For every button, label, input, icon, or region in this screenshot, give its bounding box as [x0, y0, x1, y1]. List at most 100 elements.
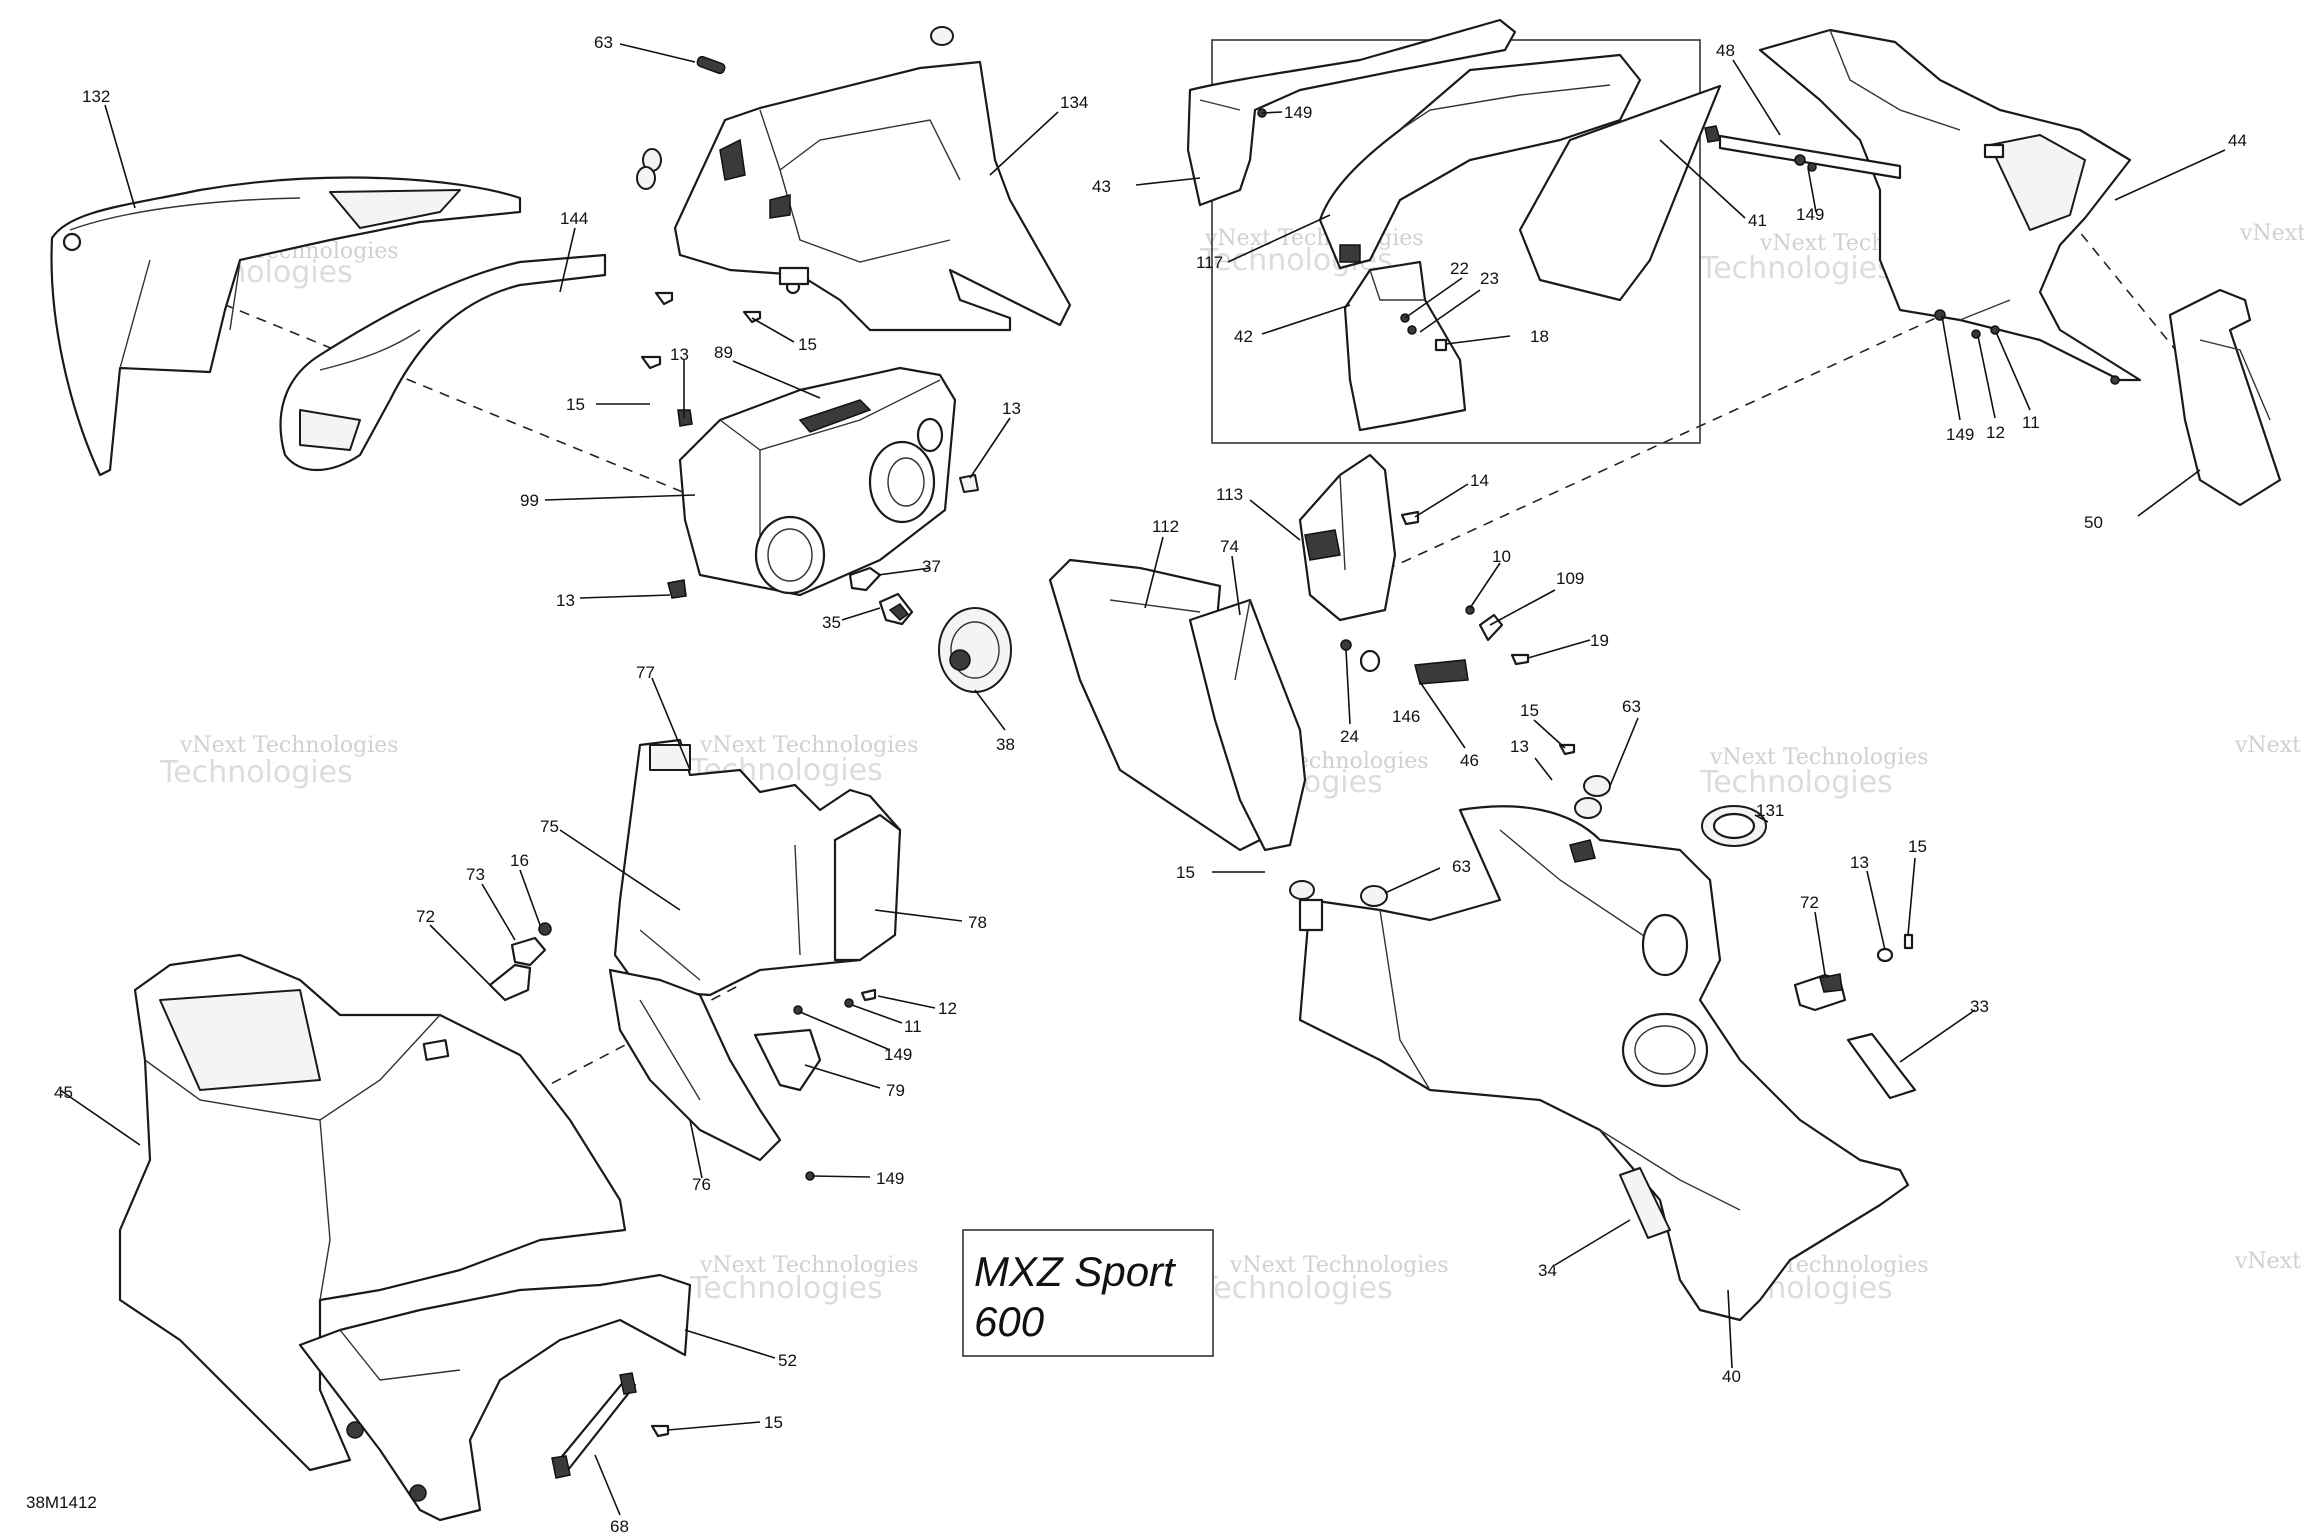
callout-24: 24	[1340, 727, 1359, 746]
watermark-text: Technologies	[1699, 251, 1893, 286]
part-34-reflector	[1619, 1167, 1671, 1239]
callout-40: 40	[1722, 1367, 1741, 1386]
part-35-bulb	[878, 592, 914, 626]
fasteners-right	[1876, 933, 1914, 963]
part-42-duct	[1343, 260, 1467, 432]
callout-38: 38	[996, 735, 1015, 754]
model-name: MXZ Sport	[974, 1248, 1177, 1295]
callout-14: 14	[1470, 471, 1489, 490]
callout-149: 149	[1796, 205, 1824, 224]
watermark-text: vNext Technologies	[699, 1253, 919, 1278]
callout-13: 13	[556, 591, 575, 610]
callout-78: 78	[968, 913, 987, 932]
callout-144: 144	[560, 209, 588, 228]
watermark-text: vNext Technologies	[179, 733, 399, 758]
part-45-side-panel-left	[118, 953, 627, 1472]
part-63-grommet-top	[636, 26, 954, 190]
watermark-text: Technologies	[1699, 765, 1893, 800]
callout-12: 12	[1986, 423, 2005, 442]
part-113-gauge-housing	[1298, 453, 1397, 622]
callout-79: 79	[886, 1081, 905, 1100]
callout-63: 63	[594, 33, 613, 52]
model-number: 600	[974, 1298, 1045, 1345]
callout-34: 34	[1538, 1261, 1557, 1280]
part-74-trim	[1188, 598, 1307, 852]
callout-37: 37	[922, 557, 941, 576]
callout-73: 73	[466, 865, 485, 884]
part-52-lower-panel	[298, 1273, 692, 1522]
callout-134: 134	[1060, 93, 1088, 112]
callout-45: 45	[54, 1083, 73, 1102]
callout-35: 35	[822, 613, 841, 632]
callout-72: 72	[416, 907, 435, 926]
callout-63: 63	[1622, 697, 1641, 716]
callout-109: 109	[1556, 569, 1584, 588]
model-label: MXZ Sport 600	[962, 1229, 1214, 1357]
part-73-clip	[510, 936, 547, 967]
part-132-hood-panel	[50, 176, 522, 477]
part-41-deflector	[1518, 84, 1722, 302]
callout-18: 18	[1530, 327, 1549, 346]
watermark-text: vNext Technologies	[699, 733, 919, 758]
part-117-console	[1318, 53, 1642, 270]
leader-lines	[59, 43, 2226, 1516]
part-33-reflector	[1846, 1032, 1917, 1100]
callout-13: 13	[1510, 737, 1529, 756]
callout-72: 72	[1800, 893, 1819, 912]
callout-11: 11	[904, 1017, 922, 1036]
callout-99: 99	[520, 491, 539, 510]
callout-146: 146	[1392, 707, 1420, 726]
watermark-text: Technologies	[689, 1271, 883, 1306]
fasteners-top-left	[640, 291, 979, 599]
watermark-text: Technologies	[1199, 1271, 1393, 1306]
callout-113: 113	[1216, 485, 1243, 504]
callout-43: 43	[1092, 177, 1111, 196]
document-id: 38M1412	[26, 1493, 97, 1512]
part-68-handle	[551, 1372, 637, 1479]
callout-89: 89	[714, 343, 733, 362]
callout-77: 77	[636, 663, 655, 682]
callout-16: 16	[510, 851, 529, 870]
part-37-bulb-clip	[848, 566, 882, 592]
watermark-text: vNext Technologies	[2234, 733, 2304, 758]
callout-23: 23	[1480, 269, 1499, 288]
callout-44: 44	[2228, 131, 2247, 150]
callout-15: 15	[798, 335, 817, 354]
callout-13: 13	[1002, 399, 1021, 418]
part-78-panel	[833, 813, 902, 962]
watermark-text: vNext Technologies	[1204, 226, 1424, 251]
part-99-headlight-assembly	[678, 366, 957, 597]
part-79-insert	[753, 1028, 822, 1092]
callout-13: 13	[1850, 853, 1869, 872]
callout-19: 19	[1590, 631, 1609, 650]
callout-15: 15	[1908, 837, 1927, 856]
part-40-body	[1298, 805, 1910, 1322]
callout-117: 117	[1196, 253, 1223, 272]
callout-112: 112	[1152, 517, 1179, 536]
callout-12: 12	[938, 999, 957, 1018]
callout-48: 48	[1716, 41, 1735, 60]
callout-33: 33	[1970, 997, 1989, 1016]
watermark-text: vNext Technologies	[2234, 1249, 2304, 1274]
alignment-line	[139, 269, 691, 496]
callout-15: 15	[566, 395, 585, 414]
part-48-strap	[1704, 125, 1902, 180]
part-72-switch-left	[488, 963, 532, 1002]
watermark-text: vNext Technologies	[1229, 1253, 1449, 1278]
part-44-side-panel	[1758, 28, 2142, 382]
callout-149: 149	[876, 1169, 904, 1188]
callout-labels: 132 63 134 144 15 15 13 89 13 99 13 37 3…	[54, 33, 2247, 1536]
part-50-bracket	[2168, 288, 2282, 507]
callout-68: 68	[610, 1517, 629, 1536]
callout-76: 76	[692, 1175, 711, 1194]
callout-131: 131	[1756, 801, 1784, 820]
part-134-dash-frame	[673, 60, 1072, 332]
watermark-text: Technologies	[159, 755, 353, 790]
part-38-headlight-cap	[938, 607, 1012, 693]
callout-149: 149	[1946, 425, 1974, 444]
callout-42: 42	[1234, 327, 1253, 346]
part-144-windshield-trim	[279, 253, 607, 472]
part-63-grommets-center	[1289, 775, 1611, 907]
part-43-side-trim	[1186, 18, 1517, 207]
